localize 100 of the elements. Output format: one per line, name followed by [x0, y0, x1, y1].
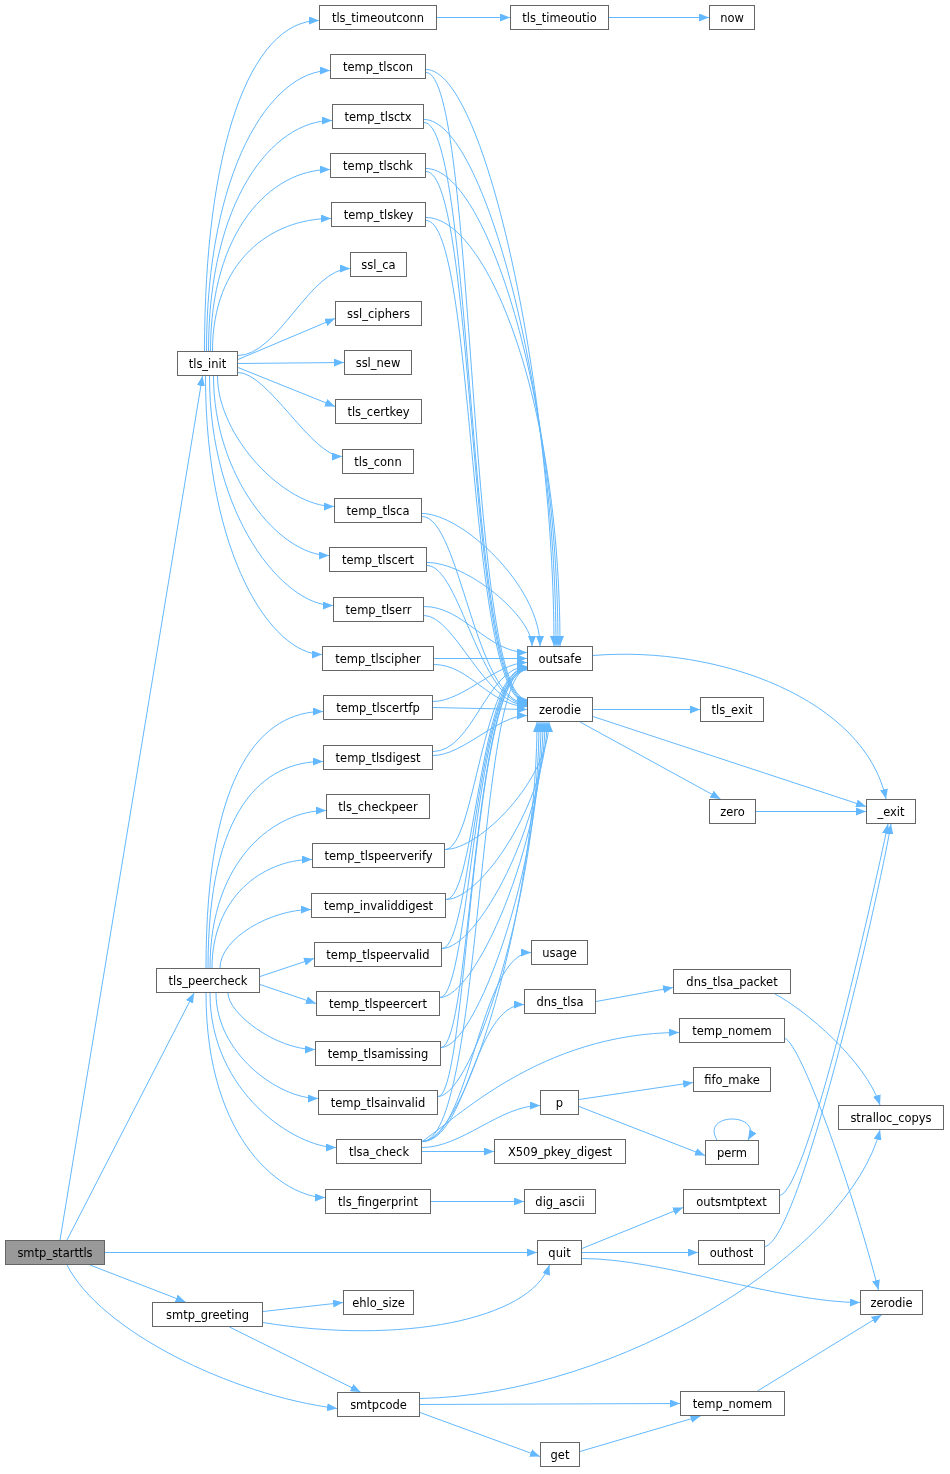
- function-name: temp_nomem: [692, 1396, 773, 1411]
- function-name: ehlo_size: [352, 1295, 405, 1310]
- function-name: smtp_greeting: [166, 1307, 249, 1322]
- function-box: [326, 794, 430, 819]
- function-name: temp_tlsctx: [344, 109, 412, 124]
- function-box: [700, 697, 764, 722]
- function-name: smtp_starttls: [17, 1245, 93, 1260]
- function-box: [540, 1442, 580, 1467]
- call-arrow: [59, 375, 205, 1241]
- function-box: [323, 745, 433, 770]
- function-name: fifo_make: [704, 1072, 760, 1087]
- function-name: quit: [548, 1245, 571, 1260]
- function-name: outhost: [709, 1245, 754, 1260]
- function-name: ssl_ciphers: [347, 306, 410, 321]
- function-box: [860, 1290, 923, 1315]
- call-arrow: [237, 372, 343, 459]
- function-name: ssl_new: [355, 355, 401, 370]
- function-name: temp_tlskey: [343, 207, 414, 222]
- function-box: [337, 1392, 420, 1417]
- function-box: [311, 893, 446, 918]
- function-box: [312, 843, 445, 868]
- self-call-arrow: [713, 1118, 756, 1141]
- function-box: [524, 1189, 596, 1214]
- call-arrow: [579, 721, 721, 800]
- function-box: [524, 989, 596, 1014]
- call-arrow: [237, 358, 345, 367]
- function-box: [527, 646, 593, 671]
- call-arrow: [608, 13, 710, 22]
- function-box: [680, 1391, 785, 1416]
- function-name: tls_checkpeer: [338, 799, 418, 814]
- call-arrow: [237, 367, 336, 407]
- call-arrow: [209, 807, 327, 969]
- call-arrow: [215, 992, 319, 1102]
- call-arrow: [219, 906, 312, 969]
- function-name: zero: [720, 804, 745, 819]
- function-name: temp_tlspeervalid: [326, 947, 430, 962]
- function-box: [510, 5, 609, 30]
- call-arrow: [581, 1207, 684, 1249]
- function-name: tls_peercheck: [168, 973, 248, 988]
- function-name: zerodie: [870, 1295, 913, 1310]
- function-name: p: [555, 1095, 564, 1110]
- function-box: [527, 697, 593, 722]
- call-arrow: [207, 758, 324, 969]
- function-name: temp_tlserr: [345, 602, 412, 617]
- function-name: temp_tlsca: [346, 503, 410, 518]
- function-name: tls_certkey: [347, 404, 410, 419]
- call-arrow: [581, 1248, 699, 1257]
- call-arrow: [419, 1129, 881, 1399]
- call-arrow: [757, 1314, 882, 1392]
- call-arrow: [209, 992, 337, 1151]
- call-arrow: [779, 823, 890, 1196]
- function-name: outsmtptext: [696, 1194, 767, 1209]
- function-box: [698, 1240, 765, 1265]
- function-box: [838, 1105, 944, 1130]
- function-name: tls_exit: [711, 702, 753, 717]
- call-arrow: [421, 1102, 541, 1148]
- function-name: temp_tlschk: [343, 158, 413, 173]
- function-box: [709, 5, 755, 30]
- call-arrow: [262, 1264, 550, 1332]
- function-box: [330, 153, 426, 178]
- function-box: [319, 5, 437, 30]
- function-box: [705, 1140, 759, 1165]
- call-arrow: [432, 659, 528, 702]
- function-name: temp_tlsamissing: [327, 1046, 429, 1061]
- call-arrow: [578, 1080, 694, 1100]
- call-arrow: [206, 67, 331, 352]
- function-box: [540, 1090, 579, 1115]
- call-arrow: [755, 807, 867, 816]
- function-name: temp_tlscon: [342, 59, 414, 74]
- function-box: [333, 597, 424, 622]
- function-box: [315, 1041, 441, 1066]
- function-name: temp_tlscipher: [335, 651, 421, 666]
- call-arrow: [421, 721, 541, 1142]
- call-arrow: [209, 375, 334, 609]
- function-box: [343, 1290, 414, 1315]
- function-box: [332, 104, 424, 129]
- function-box: [314, 942, 442, 967]
- call-arrow: [437, 721, 543, 1097]
- function-name: ssl_ca: [361, 257, 396, 272]
- call-arrow: [433, 654, 528, 663]
- function-name: usage: [542, 945, 577, 960]
- call-arrow: [426, 562, 535, 647]
- call-arrow: [784, 1038, 880, 1291]
- call-arrow: [430, 1197, 525, 1206]
- call-arrow: [421, 513, 543, 647]
- call-arrow: [432, 705, 528, 714]
- call-arrow: [227, 992, 316, 1053]
- function-name: tls_fingerprint: [337, 1194, 419, 1209]
- call-arrow: [581, 1258, 861, 1307]
- call-arrow: [66, 1264, 338, 1411]
- function-box: [350, 252, 407, 277]
- function-name: now: [720, 10, 744, 25]
- function-name: tls_timeoutio: [522, 10, 597, 25]
- call-arrow: [208, 117, 333, 352]
- function-name: temp_nomem: [692, 1023, 772, 1038]
- function-name: temp_tlspeerverify: [324, 848, 433, 863]
- function-box: [494, 1139, 626, 1164]
- function-box: [322, 646, 434, 671]
- function-box: [334, 498, 422, 523]
- function-box: [679, 1018, 785, 1043]
